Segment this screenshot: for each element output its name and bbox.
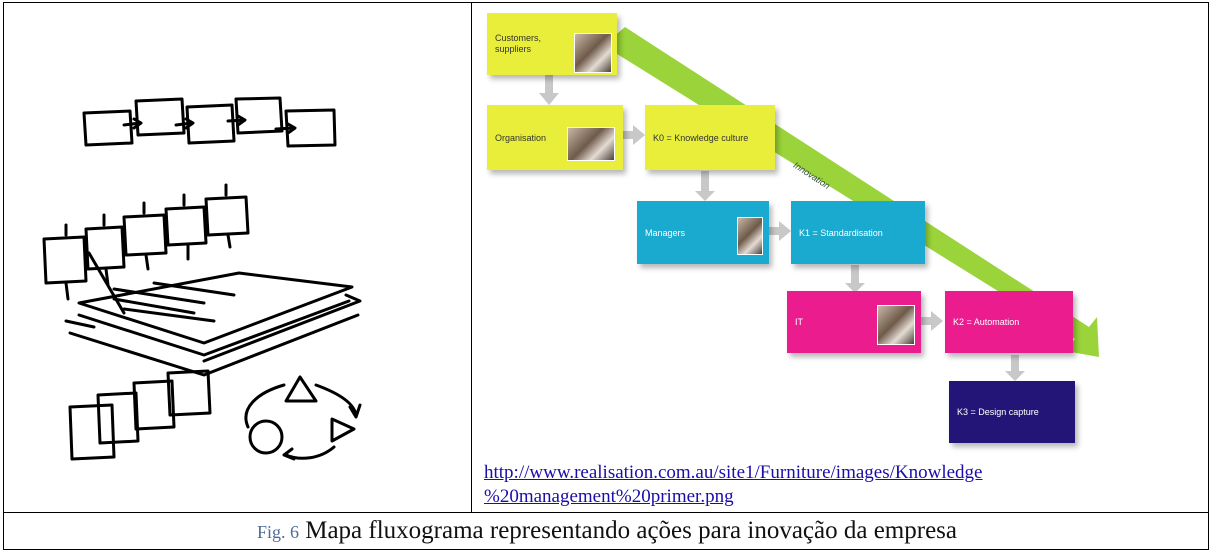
box-k0-knowledge-culture: K0 = Knowledge culture: [645, 105, 775, 170]
photo-it: [877, 305, 915, 345]
hand-drawn-sketch: [4, 3, 471, 512]
photo-managers: [737, 217, 763, 255]
cards-sketch: [68, 369, 212, 461]
box-managers-label: Managers: [645, 227, 686, 238]
source-link[interactable]: http://www.realisation.com.au/site1/Furn…: [484, 461, 1204, 509]
knowledge-management-diagram: Customers, suppliers Organisation K0 = K…: [479, 5, 1127, 459]
photo-organisation: [567, 127, 615, 161]
cycle-sketch: [244, 375, 362, 461]
figure-number: Fig. 6: [256, 522, 299, 542]
box-k1-label: K1 = Standardisation: [799, 227, 883, 238]
figure-caption: Fig. 6 Mapa fluxograma representando açõ…: [4, 517, 1210, 545]
figure-table: Customers, suppliers Organisation K0 = K…: [3, 2, 1209, 550]
box-k1-standardisation: K1 = Standardisation: [791, 201, 925, 264]
figure-caption-text: Mapa fluxograma representando ações para…: [305, 517, 958, 544]
box-it-label: IT: [795, 317, 803, 327]
box-customers-label: Customers, suppliers: [495, 33, 542, 54]
box-k3-label: K3 = Design capture: [957, 407, 1039, 417]
box-k0-label: K0 = Knowledge culture: [653, 132, 749, 143]
source-link-line2: %20management%20primer.png: [484, 486, 734, 507]
box-k3-design-capture: K3 = Design capture: [949, 381, 1075, 443]
column-divider: [471, 3, 472, 512]
flow-row-sketch: [82, 96, 337, 148]
photo-customers: [574, 33, 612, 73]
box-k2-automation: K2 = Automation: [945, 291, 1073, 353]
box-k2-label: K2 = Automation: [953, 317, 1020, 327]
stacked-sheets-sketch: [42, 183, 362, 377]
connector-arrows: [539, 75, 1025, 381]
box-organisation-label: Organisation: [495, 132, 547, 143]
row-divider: [4, 512, 1208, 513]
source-link-line1: http://www.realisation.com.au/site1/Furn…: [484, 462, 983, 483]
